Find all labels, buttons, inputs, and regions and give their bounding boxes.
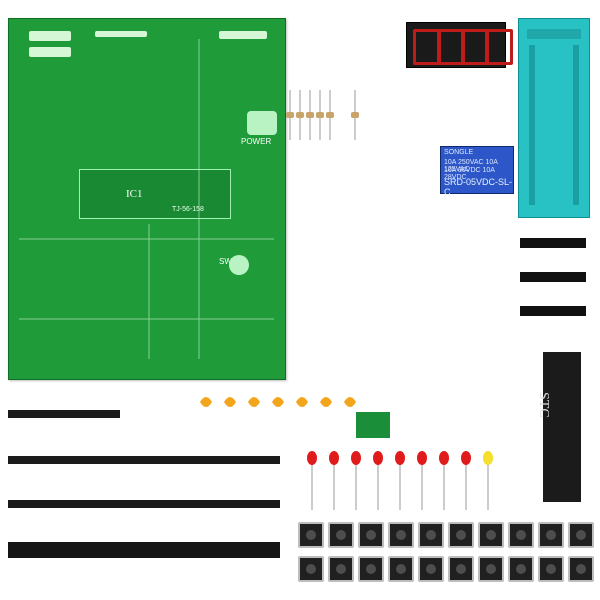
ic1-socket: IC1 TJ-56-158 [79, 169, 231, 219]
microcontroller-chip: STC [536, 352, 581, 502]
led-row [307, 451, 493, 510]
resistor-group [286, 90, 359, 140]
seven-segment-display: 8888 [406, 22, 513, 68]
relay-spec1: 10A 250VAC 10A 125VAC [444, 159, 498, 173]
terminal-block [356, 412, 390, 438]
ceramic-capacitors [200, 397, 356, 407]
resistor-networks [520, 238, 586, 316]
relay-model: SRD-05VDC-SL-C [444, 177, 513, 197]
ic1-label: IC1 [126, 188, 143, 200]
female-header [8, 542, 280, 558]
power-label: POWER [241, 137, 272, 146]
relay-brand: SONGLE [444, 149, 474, 156]
relay-spec2: 10A 30VDC 10A 28VDC [444, 167, 495, 181]
pin-header-long-1 [8, 456, 280, 464]
sw2-label: SW2 [219, 257, 237, 266]
pin-header-long-2 [8, 500, 280, 508]
pcb-pattern [19, 31, 277, 359]
ic1-sub-label: TJ-56-158 [172, 206, 204, 213]
pin-header-short [8, 410, 120, 418]
relay: SONGLE 10A 250VAC 10A 125VAC 10A 30VDC 1… [440, 146, 514, 197]
tactile-buttons [298, 522, 594, 588]
pcb-board: IC1 TJ-56-158 POWER SW2 [8, 18, 286, 380]
zif-socket [518, 18, 590, 218]
